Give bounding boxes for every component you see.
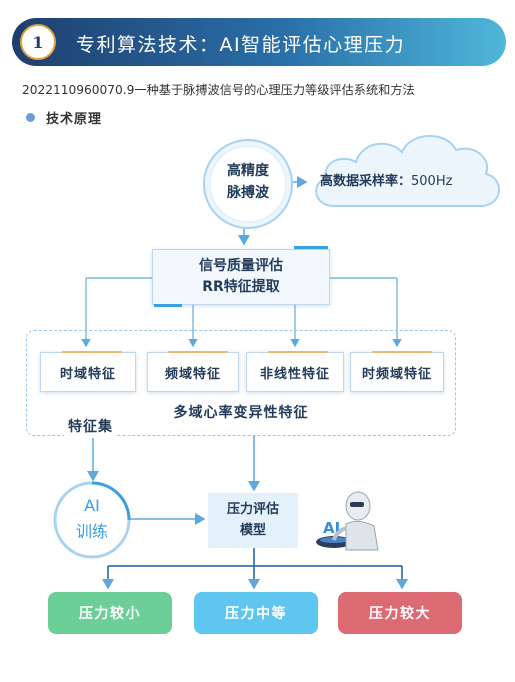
feature-set-label: 特征集 bbox=[64, 416, 117, 436]
model-box-label: 压力评估 模型 bbox=[208, 499, 298, 541]
sampling-rate-value: 500Hz bbox=[411, 174, 453, 189]
model-line2: 模型 bbox=[239, 523, 266, 538]
model-line1: 压力评估 bbox=[226, 502, 279, 517]
sampling-rate-label: 高数据采样率： bbox=[320, 174, 412, 189]
cloud-icon bbox=[315, 135, 500, 207]
bullet-dot-icon bbox=[26, 113, 35, 122]
ai-training-line1: AI bbox=[84, 496, 100, 515]
feature-accent-3 bbox=[268, 351, 328, 353]
quality-box bbox=[152, 249, 330, 305]
multi-domain-container bbox=[26, 330, 456, 436]
quality-line1: 信号质量评估 bbox=[199, 258, 283, 274]
outcome-high-stress: 压力较大 bbox=[338, 592, 462, 634]
quality-box-label: 信号质量评估 RR特征提取 bbox=[152, 256, 330, 298]
outcome-medium-stress: 压力中等 bbox=[194, 592, 318, 634]
quality-box-accent-bottom bbox=[154, 304, 182, 307]
outcome-low-stress: 压力较小 bbox=[48, 592, 172, 634]
feature-box-time: 时域特征 bbox=[40, 352, 136, 392]
feature-box-time-frequency: 时频域特征 bbox=[350, 352, 444, 392]
page-title: 专利算法技术：AI智能评估心理压力 bbox=[76, 34, 406, 56]
feature-accent-4 bbox=[372, 351, 432, 353]
model-box bbox=[208, 493, 298, 548]
patent-description: 2022110960070.9一种基于脉搏波信号的心理压力等级评估系统和方法 bbox=[22, 83, 415, 97]
quality-box-accent-top bbox=[294, 246, 328, 249]
quality-line2: RR特征提取 bbox=[202, 279, 280, 295]
ai-training-label: AI 训练 bbox=[52, 493, 132, 545]
ai-training-circle bbox=[53, 481, 131, 559]
pulse-wave-label: 高精度 脉搏波 bbox=[206, 160, 290, 204]
feature-accent-1 bbox=[62, 351, 122, 353]
feature-box-nonlinear: 非线性特征 bbox=[246, 352, 344, 392]
pulse-wave-circle bbox=[203, 139, 293, 229]
section-number-badge: 1 bbox=[20, 24, 56, 60]
feature-box-frequency: 频域特征 bbox=[147, 352, 239, 392]
pulse-wave-line1: 高精度 bbox=[227, 163, 269, 179]
sampling-rate-text: 高数据采样率：500Hz bbox=[320, 170, 498, 189]
section-label: 技术原理 bbox=[46, 112, 103, 127]
header-banner bbox=[12, 18, 506, 66]
robot-icon: AI bbox=[316, 491, 379, 551]
feature-accent-2 bbox=[168, 351, 228, 353]
ai-training-line2: 训练 bbox=[75, 522, 108, 541]
multi-domain-label: 多域心率变异性特征 bbox=[173, 405, 309, 421]
pulse-wave-line2: 脉搏波 bbox=[227, 185, 269, 201]
